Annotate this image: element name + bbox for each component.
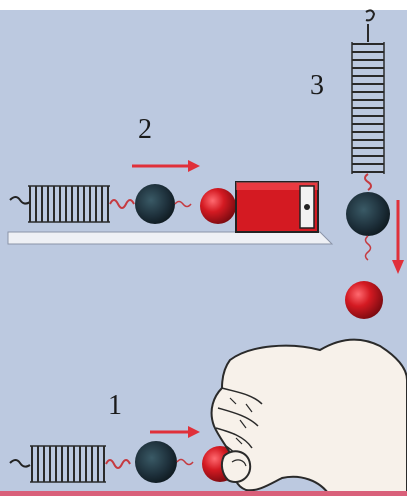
arrow-right-2	[132, 160, 200, 172]
thread-1	[176, 458, 194, 466]
thread-3	[364, 235, 372, 261]
spring-hook-1	[9, 459, 31, 468]
label-step-1: 1	[108, 390, 122, 421]
spring-horizontal-2	[28, 185, 135, 223]
scene-2	[7, 160, 334, 245]
thread-2	[174, 200, 192, 208]
magnet	[235, 181, 319, 233]
shelf	[7, 231, 334, 245]
bottom-border	[0, 491, 407, 496]
dark-ball-3	[346, 192, 390, 236]
spring-vertical-3	[351, 24, 385, 191]
label-step-2: 2	[138, 114, 152, 145]
arrow-right-1	[150, 426, 200, 438]
scene-3	[345, 9, 404, 319]
spring-hook	[9, 196, 31, 205]
spring-horizontal-1	[30, 445, 131, 483]
red-ball-3	[345, 281, 383, 319]
arrow-down-3	[392, 200, 404, 274]
red-ball-2	[200, 188, 236, 224]
top-border	[0, 0, 407, 10]
hand	[210, 338, 407, 496]
spring-hook-3	[365, 9, 376, 22]
label-step-3: 3	[310, 70, 324, 101]
scene-1	[9, 338, 407, 496]
dark-ball-1	[135, 441, 177, 483]
dark-ball-2	[135, 184, 175, 224]
